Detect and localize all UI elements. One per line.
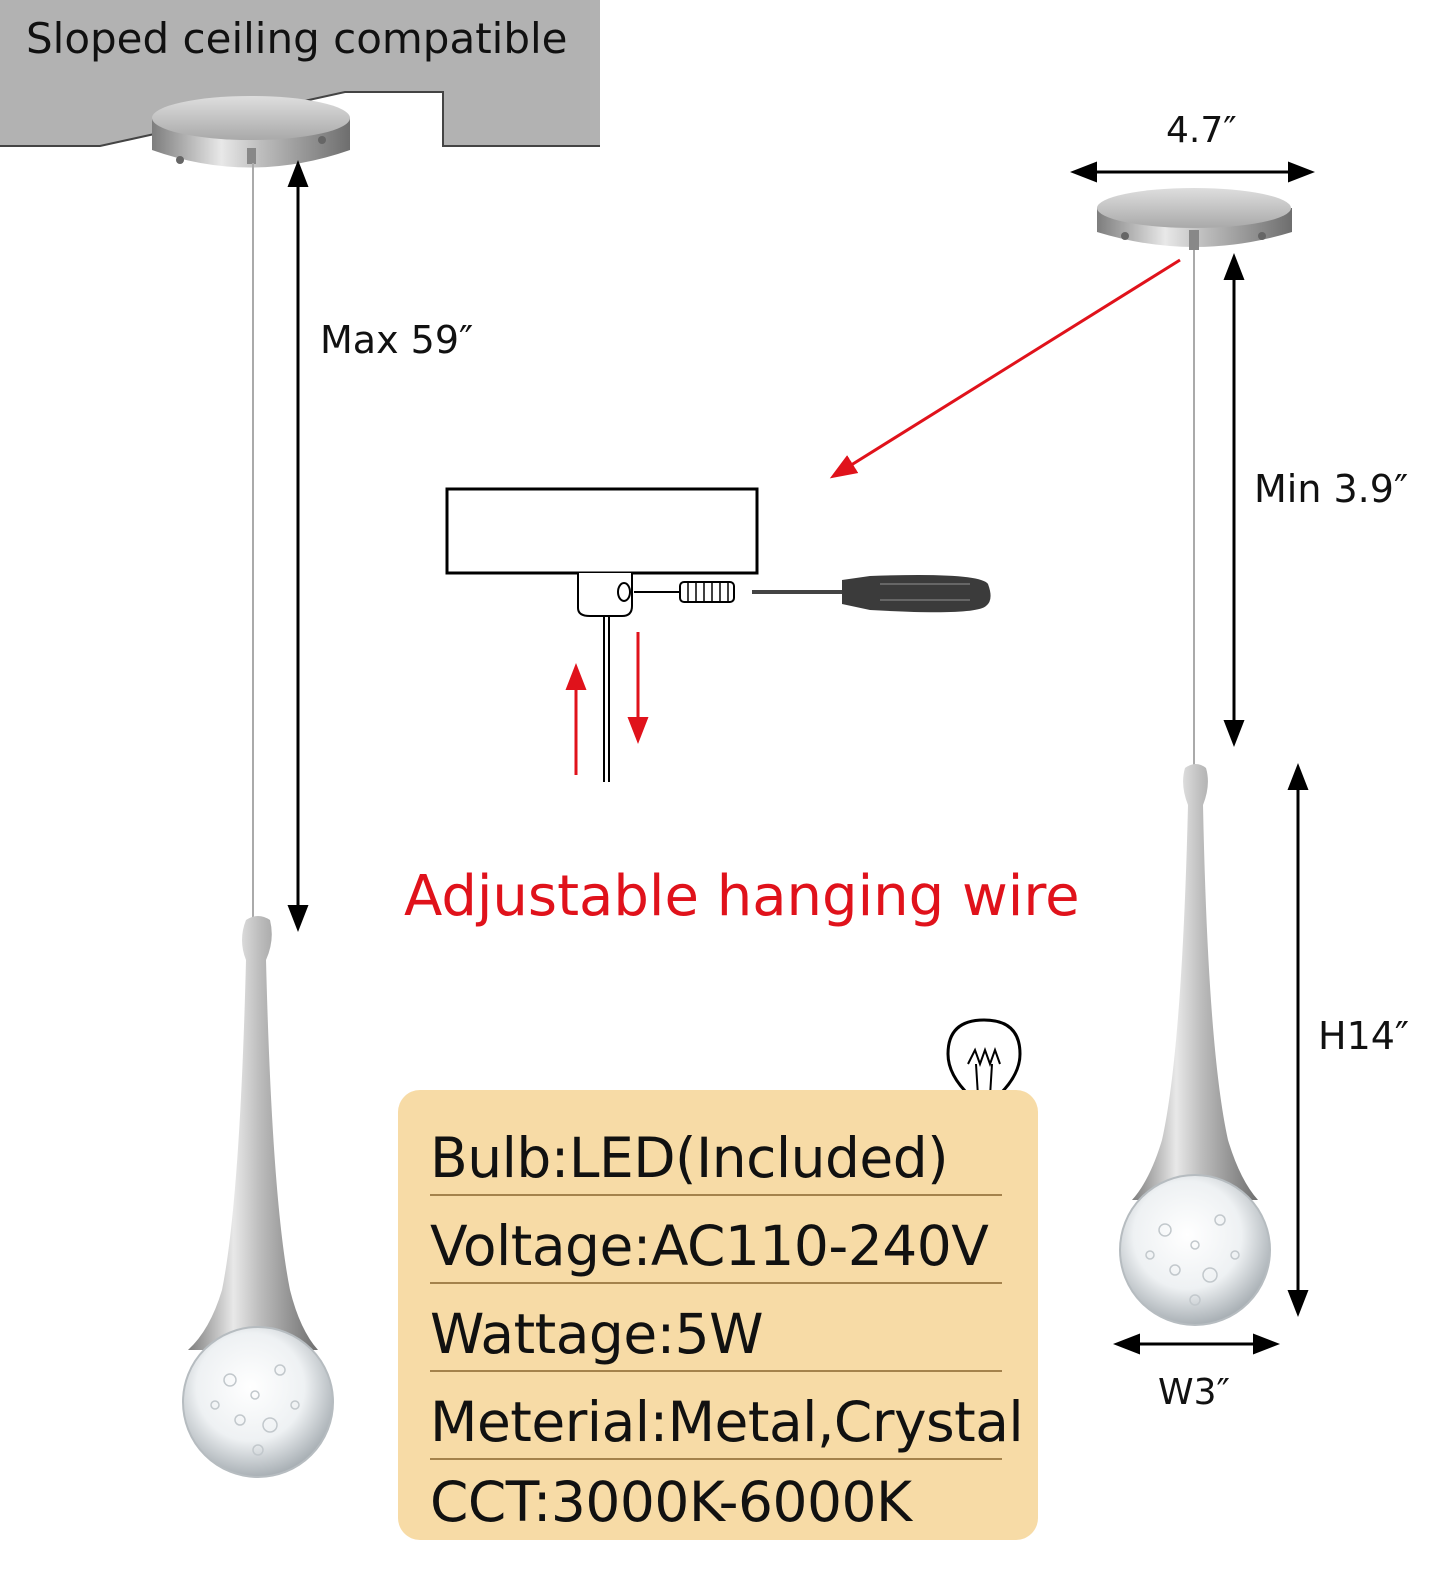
left-canopy [152, 96, 350, 168]
min-wire-length-label: Min 3.9″ [1254, 467, 1409, 511]
spec-row-wattage: Wattage:5W [430, 1284, 1002, 1372]
detail-pointer-arrow [829, 258, 1181, 479]
spec-row-cct: CCT:3000K-6000K [430, 1454, 1002, 1538]
screwdriver-icon [752, 575, 991, 613]
ceiling-edge [0, 91, 600, 147]
spec-card: Bulb:LED(Included) Voltage:AC110-240V Wa… [398, 1090, 1038, 1540]
spec-text: Bulb:LED(Included) [430, 1126, 949, 1190]
left-pendant [182, 916, 334, 1478]
adjustment-detail [445, 487, 991, 782]
canopy-width-label: 4.7″ [1166, 110, 1237, 151]
spec-text: Wattage:5W [430, 1302, 764, 1366]
spec-text: Voltage:AC110-240V [430, 1214, 989, 1278]
pendant-width-label: W3″ [1158, 1372, 1230, 1413]
adjustable-wire-caption: Adjustable hanging wire [404, 864, 1080, 929]
max-wire-length-label: Max 59″ [320, 318, 474, 362]
spec-row-material: Meterial:Metal,Crystal [430, 1372, 1024, 1460]
spec-text: Meterial:Metal,Crystal [430, 1390, 1024, 1454]
spec-row-bulb: Bulb:LED(Included) [430, 1108, 1002, 1196]
spec-text: CCT:3000K-6000K [430, 1470, 912, 1534]
spec-row-voltage: Voltage:AC110-240V [430, 1196, 1002, 1284]
sloped-ceiling [0, 0, 600, 146]
right-pendant [1119, 764, 1271, 1326]
ceiling-title: Sloped ceiling compatible [26, 14, 568, 63]
right-canopy [1097, 188, 1292, 250]
pendant-height-label: H14″ [1318, 1014, 1410, 1058]
